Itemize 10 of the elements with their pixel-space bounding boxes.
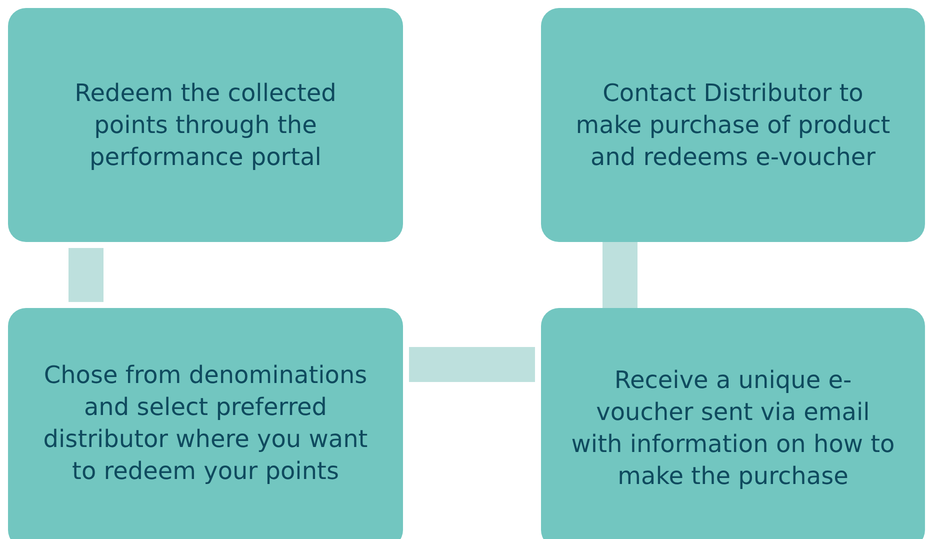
step-text: Contact Distributor to make purchase of product and redeems e-voucher: [574, 78, 892, 173]
connector-bar: [409, 347, 535, 382]
process-box: [541, 8, 925, 242]
connector-bar: [68, 248, 104, 302]
process-box: [8, 8, 403, 242]
step-text: Chose from denominations and select preferred distributor where you want to redeem your points: [42, 360, 369, 487]
process-box: [541, 308, 925, 539]
step-text: Receive a unique e-voucher sent via email with information on how to make the purchase: [571, 365, 895, 492]
step-text: Redeem the collected points through the performance portal: [74, 78, 338, 173]
process-box: [8, 308, 403, 539]
